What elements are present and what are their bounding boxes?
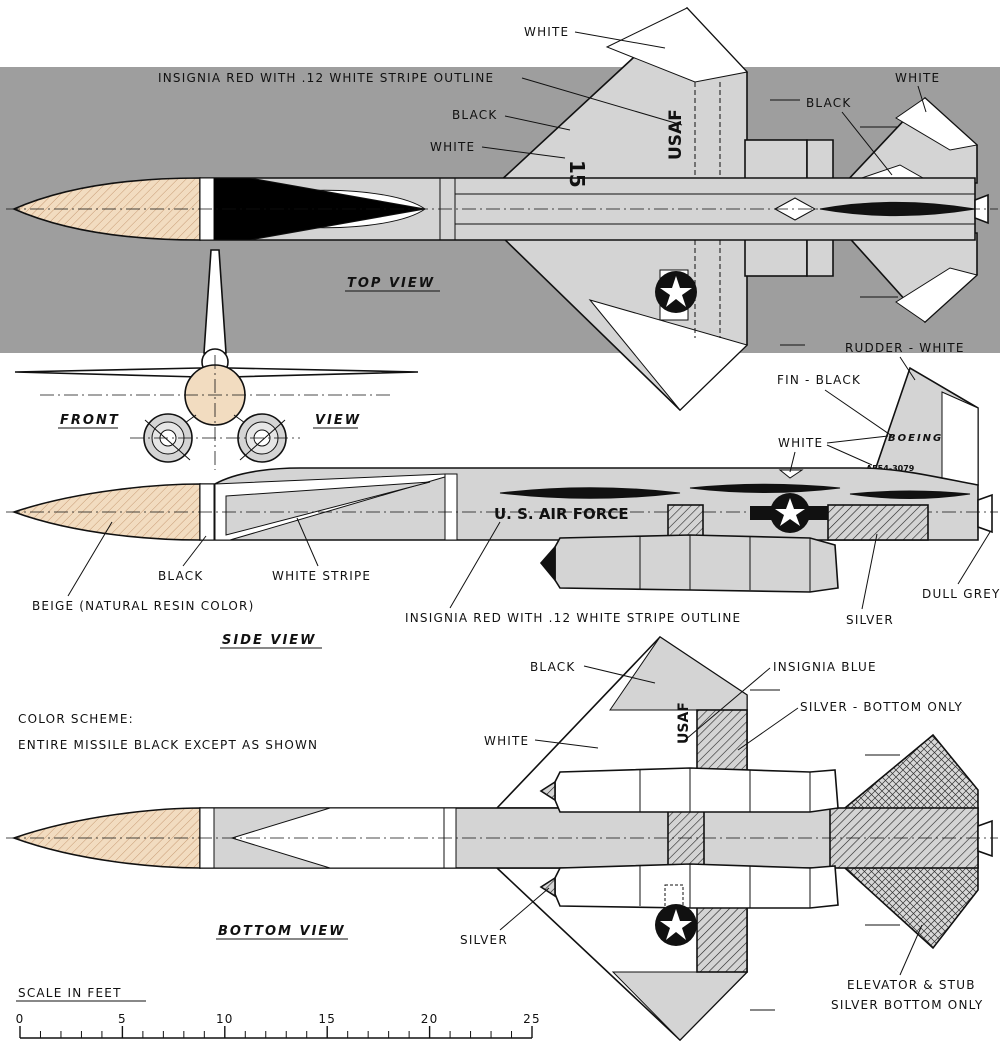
label-silver-bottom: SILVER: [460, 933, 508, 947]
scale-tick-label: 15: [318, 1012, 336, 1026]
front-view-title-b: VIEW: [315, 413, 361, 428]
number-15-marking: 15: [565, 160, 589, 188]
color-scheme-text: ENTIRE MISSILE BLACK EXCEPT AS SHOWN: [18, 738, 318, 752]
scale-title: SCALE IN FEET: [18, 986, 122, 1000]
boeing-marking: BOEING: [888, 433, 943, 444]
upper-wing-white-tip: [605, 7, 748, 83]
bottom-view-title: BOTTOM VIEW: [218, 924, 346, 939]
bottom-lower-pod: [554, 863, 839, 909]
side-view: BOEING AF54-3079 U. S. AIR FORCE RUDDER …: [6, 341, 1000, 649]
label-silver-bottom-only: SILVER - BOTTOM ONLY: [800, 700, 963, 714]
scale-tick-label: 0: [16, 1012, 25, 1026]
lower-wing-white-tip: [588, 299, 748, 411]
label-black-bottom: BLACK: [530, 660, 575, 674]
label-white-stripe: WHITE STRIPE: [272, 569, 371, 583]
scale-bar: SCALE IN FEET 0 5 10 15 20 25: [16, 986, 541, 1039]
serial-marking: AF54-3079: [866, 464, 915, 473]
color-scheme-title: COLOR SCHEME:: [18, 712, 134, 726]
scale-tick-label: 25: [523, 1012, 541, 1026]
bottom-upper-pod: [554, 767, 839, 813]
top-roundel: [655, 269, 697, 321]
usaf-top-marking: USAF: [666, 109, 686, 160]
label-black-top-left: BLACK: [452, 108, 497, 122]
bottom-view: USAF BLACK INSIGNIA BLUE SILVER - BOTTOM…: [6, 635, 998, 1042]
top-view: USAF 15 WHITE INSIGNIA RED WITH .12 WHIT…: [6, 6, 998, 412]
label-beige: BEIGE (NATURAL RESIN COLOR): [32, 599, 254, 613]
label-white-bottom: WHITE: [484, 734, 529, 748]
scale-tick-label: 10: [216, 1012, 234, 1026]
bottom-roundel: [655, 884, 697, 946]
label-elevator-line1: ELEVATOR & STUB: [847, 978, 976, 992]
label-dull-grey: DULL GREY: [922, 587, 1000, 601]
label-insignia-red-side: INSIGNIA RED WITH .12 WHITE STRIPE OUTLI…: [405, 611, 741, 625]
us-air-force-marking: U. S. AIR FORCE: [494, 505, 629, 523]
label-silver-side: SILVER: [846, 613, 894, 627]
side-roundel: [750, 493, 830, 533]
usaf-bottom-marking: USAF: [676, 702, 692, 744]
scale-tick-label: 20: [421, 1012, 439, 1026]
label-insignia-red-top: INSIGNIA RED WITH .12 WHITE STRIPE OUTLI…: [158, 71, 494, 85]
label-white-top-left: WHITE: [430, 140, 475, 154]
scale-tick-label: 5: [118, 1012, 127, 1026]
label-fin-black: FIN - BLACK: [777, 373, 861, 387]
label-black-side: BLACK: [158, 569, 203, 583]
top-view-title: TOP VIEW: [347, 276, 435, 291]
label-white-top-wing: WHITE: [524, 25, 569, 39]
label-elevator-line2: SILVER BOTTOM ONLY: [831, 998, 983, 1012]
side-engine-pod: [554, 534, 839, 593]
label-white-side: WHITE: [778, 436, 823, 450]
label-black-top-tail: BLACK: [806, 96, 851, 110]
color-scheme-note: COLOR SCHEME: ENTIRE MISSILE BLACK EXCEP…: [18, 712, 318, 752]
front-view: FRONT VIEW: [14, 249, 419, 470]
side-view-title: SIDE VIEW: [222, 633, 317, 648]
front-view-title-a: FRONT: [60, 413, 120, 428]
label-white-top-tail: WHITE: [895, 71, 940, 85]
label-insignia-blue: INSIGNIA BLUE: [773, 660, 877, 674]
rudder: [941, 391, 979, 486]
label-rudder-white: RUDDER - WHITE: [845, 341, 965, 355]
